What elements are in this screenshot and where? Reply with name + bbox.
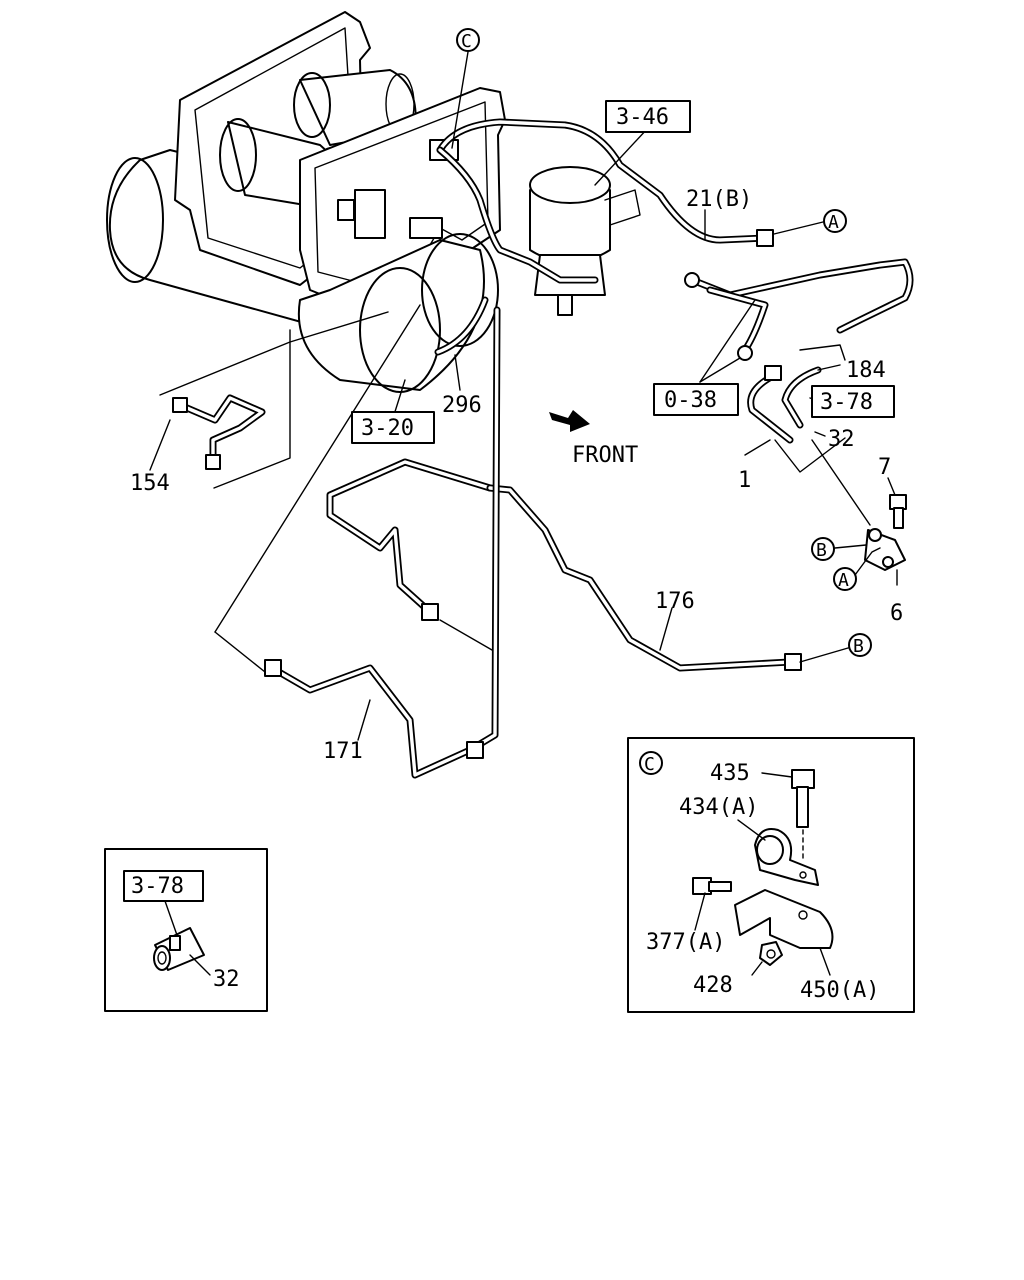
part-32: 32	[828, 427, 855, 452]
part-450a: 450(A)	[800, 978, 879, 1003]
part-184: 184	[846, 358, 886, 383]
callout-b-mid: B	[811, 537, 835, 561]
part-1: 1	[738, 468, 751, 493]
pipe-154	[172, 394, 266, 470]
air-tank-assembly	[106, 11, 641, 393]
pipe-171	[264, 306, 501, 779]
ref-box-3-20: 3-20	[351, 411, 435, 444]
front-arrow-icon	[549, 410, 590, 432]
inset-callout-c: C	[639, 751, 663, 775]
nut-428-icon	[759, 941, 783, 966]
pipe-1	[747, 365, 794, 444]
inset-part-32: 32	[213, 967, 240, 992]
callout-a-right: A	[823, 209, 847, 233]
callout-a-right-label: A	[828, 212, 839, 233]
valve-6	[864, 528, 906, 571]
pipe-21b	[436, 118, 774, 247]
inset-3-78: 3-78 32	[104, 848, 268, 1012]
ref-box-3-78-label: 3-78	[820, 390, 873, 415]
ref-box-3-20-label: 3-20	[361, 416, 414, 441]
callout-b-mid-label: B	[816, 540, 827, 561]
part-171: 171	[323, 739, 363, 764]
bolt-7	[889, 494, 907, 529]
pipe-184	[781, 366, 822, 429]
callout-c-top-label: C	[461, 31, 472, 52]
ref-box-0-38-label: 0-38	[664, 388, 717, 413]
part-21b: 21(B)	[686, 187, 752, 212]
callout-c-top: C	[456, 28, 480, 52]
pipe-296	[434, 296, 489, 356]
inset-ref-box-3-78-label: 3-78	[131, 874, 184, 899]
part-377a: 377(A)	[646, 930, 725, 955]
inset-callout-c-label: C	[644, 754, 655, 775]
bracket-450a-icon	[734, 889, 834, 949]
ref-box-0-38: 0-38	[653, 383, 739, 416]
ref-box-3-46: 3-46	[605, 100, 691, 133]
front-label: FRONT	[572, 443, 638, 468]
part-435: 435	[710, 761, 750, 786]
part-296: 296	[442, 393, 482, 418]
union-fitting-icon	[153, 927, 205, 971]
part-434a: 434(A)	[679, 795, 758, 820]
leader-lines	[149, 51, 898, 741]
bolt-377a-icon	[692, 877, 732, 895]
callout-a-mid: A	[833, 567, 857, 591]
part-6: 6	[890, 601, 903, 626]
pipe-176	[326, 458, 802, 672]
ref-box-3-46-label: 3-46	[616, 105, 669, 130]
part-7: 7	[878, 455, 891, 480]
clamp-434a-icon	[754, 828, 819, 886]
part-428: 428	[693, 973, 733, 998]
ref-box-3-78: 3-78	[811, 385, 895, 418]
inset-c-clamp-detail: C 435 434(A) 450(A) 377(A)	[627, 737, 915, 1013]
part-176: 176	[655, 589, 695, 614]
air-dryer	[529, 166, 641, 316]
bolt-435-icon	[791, 769, 815, 828]
part-154: 154	[130, 471, 170, 496]
pipe-from-dryer	[436, 146, 599, 284]
pipe-0-38	[684, 258, 914, 361]
callout-b-bottom: B	[848, 633, 872, 657]
callout-b-bottom-label: B	[853, 636, 864, 657]
callout-a-mid-label: A	[838, 570, 849, 591]
